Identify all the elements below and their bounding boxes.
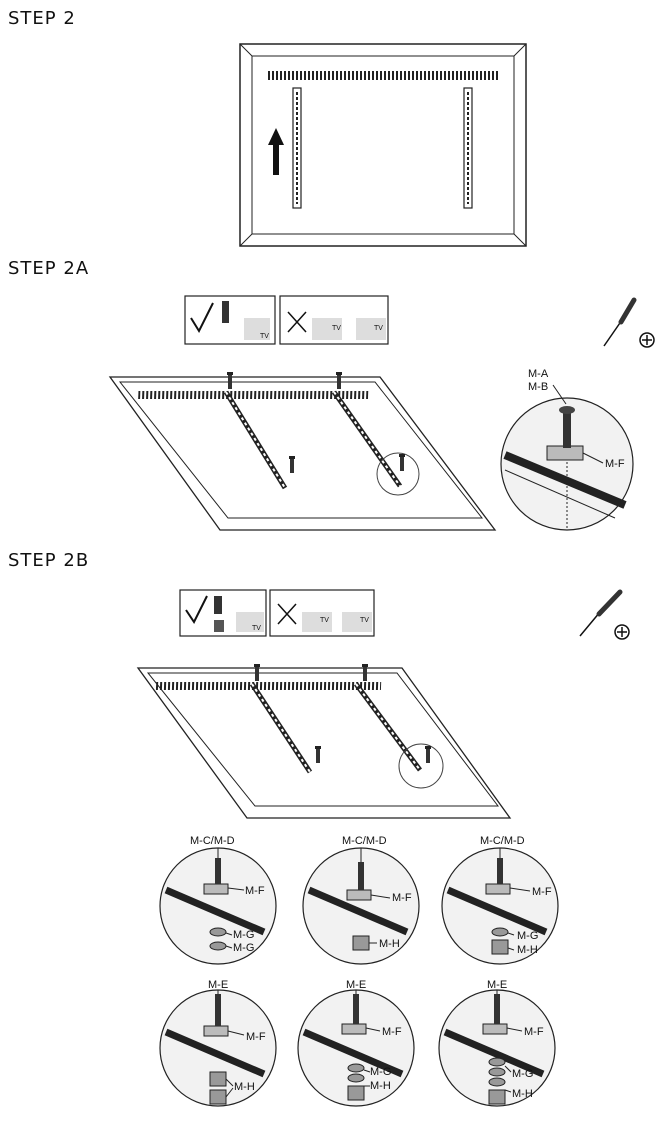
label-mh: M-H bbox=[512, 1088, 533, 1100]
label-mcmd: M-C/M-D bbox=[480, 835, 525, 847]
tv-label: TV bbox=[320, 617, 329, 624]
detail-circle-2-mh bbox=[302, 847, 420, 965]
label-mf: M-F bbox=[532, 886, 552, 898]
detail-circle-1-mg-mg bbox=[159, 847, 277, 965]
arrow-up-icon bbox=[268, 128, 284, 175]
step-2-title: STEP 2 bbox=[8, 8, 76, 29]
label-mf: M-F bbox=[246, 1031, 266, 1043]
tv-label: TV bbox=[332, 325, 341, 332]
detail-circle-4-mh-mh bbox=[159, 989, 277, 1107]
check-icon bbox=[190, 302, 214, 334]
detail-circle-3-mg-mh bbox=[441, 847, 559, 965]
step-2a-incorrect-box: TV TV bbox=[279, 295, 389, 345]
label-me: M-E bbox=[346, 979, 366, 991]
step-2a-title: STEP 2A bbox=[8, 258, 90, 279]
label-mg: M-G bbox=[517, 930, 538, 942]
label-mf: M-F bbox=[524, 1026, 544, 1038]
phillips-plus-icon bbox=[614, 624, 630, 640]
label-mg: M-G bbox=[233, 929, 254, 941]
label-mcmd: M-C/M-D bbox=[190, 835, 235, 847]
label-mh: M-H bbox=[379, 938, 400, 950]
vent-slots bbox=[266, 71, 500, 80]
label-me: M-E bbox=[487, 979, 507, 991]
mounting-rail-right bbox=[463, 87, 473, 209]
step-2a-correct-box: TV bbox=[184, 295, 276, 345]
cross-icon bbox=[287, 311, 307, 333]
tv-label: TV bbox=[360, 617, 369, 624]
label-mh: M-H bbox=[517, 944, 538, 956]
tv-back-frontal bbox=[239, 43, 527, 247]
label-mf: M-F bbox=[605, 458, 625, 470]
tv-label: TV bbox=[374, 325, 383, 332]
screwdriver-icon bbox=[579, 589, 623, 637]
label-mg: M-G bbox=[512, 1068, 533, 1080]
label-mf: M-F bbox=[392, 892, 412, 904]
step-2b-correct-box: TV bbox=[179, 589, 267, 637]
label-mh: M-H bbox=[234, 1081, 255, 1093]
step-2b-title: STEP 2B bbox=[8, 550, 90, 571]
label-ma: M-A bbox=[528, 368, 549, 380]
tv-back-perspective-2a bbox=[108, 372, 497, 531]
step-2b-incorrect-box: TV TV bbox=[269, 589, 375, 637]
label-mf: M-F bbox=[382, 1026, 402, 1038]
detail-circle-6-mg-mh bbox=[438, 989, 556, 1107]
label-mb: M-B bbox=[528, 381, 548, 393]
screwdriver-icon bbox=[603, 297, 637, 347]
label-mcmd: M-C/M-D bbox=[342, 835, 387, 847]
tv-label: TV bbox=[252, 625, 261, 632]
detail-circle-2a bbox=[500, 384, 634, 531]
label-mf: M-F bbox=[245, 885, 265, 897]
tv-label: TV bbox=[260, 333, 269, 340]
label-mh: M-H bbox=[370, 1080, 391, 1092]
detail-circle-5-mg-mh bbox=[297, 989, 415, 1107]
label-me: M-E bbox=[208, 979, 228, 991]
tv-back-perspective-2b bbox=[136, 664, 512, 819]
check-icon bbox=[185, 595, 208, 624]
phillips-plus-icon bbox=[639, 332, 655, 348]
label-mg: M-G bbox=[233, 942, 254, 954]
cross-icon bbox=[277, 603, 297, 625]
mounting-rail-left bbox=[292, 87, 302, 209]
label-mg: M-G bbox=[370, 1066, 391, 1078]
